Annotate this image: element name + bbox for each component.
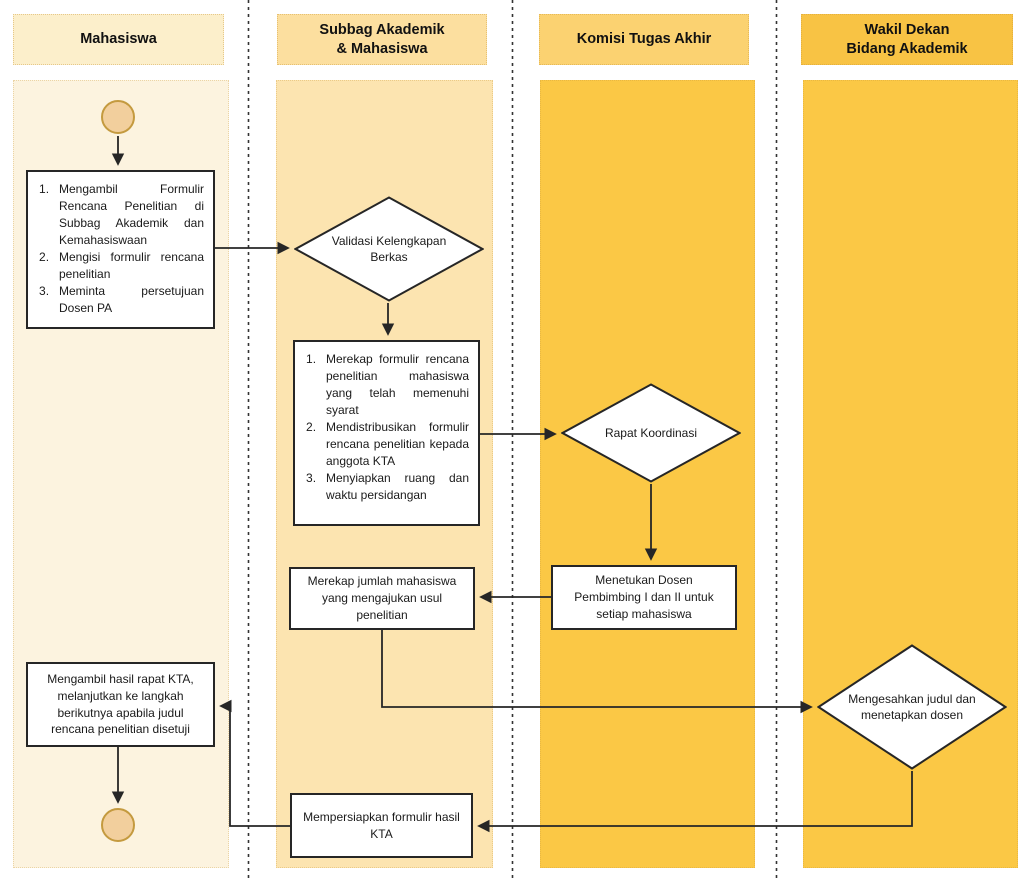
task-item: Mengisi formulir rencana penelitian <box>39 249 204 282</box>
task-box-menetukan-dosen: Menetukan Dosen Pembimbing I dan II untu… <box>551 565 737 630</box>
lane-header-mahasiswa: Mahasiswa <box>13 14 224 65</box>
task-box-mengambil-hasil: Mengambil hasil rapat KTA, melanjutkan k… <box>26 662 215 747</box>
lane-header-wakil-dekan: Wakil Dekan Bidang Akademik <box>801 14 1013 65</box>
task-box-mempersiapkan-formulir: Mempersiapkan formulir hasil KTA <box>290 793 473 858</box>
task-item: Menyiapkan ruang dan waktu persidangan <box>306 470 469 503</box>
diamond-shape <box>294 196 484 302</box>
lane-header-subbag-akademik: Subbag Akademik & Mahasiswa <box>277 14 487 65</box>
decision-label: Rapat Koordinasi <box>604 425 698 440</box>
task-box-subbag: Merekap formulir rencana penelitian maha… <box>293 340 480 526</box>
end-node <box>101 808 135 842</box>
task-item: Mengambil Formulir Rencana Penelitian di… <box>39 181 204 248</box>
decision-validasi-kelengkapan-berkas: Validasi Kelengkapan Berkas <box>294 196 484 302</box>
decision-label: Validasi Kelengkapan Berkas <box>331 233 447 264</box>
decision-label: Mengesahkan judul dan menetapkan dosen <box>848 691 976 722</box>
start-node <box>101 100 135 134</box>
subbag-task-list: Merekap formulir rencana penelitian maha… <box>295 342 478 504</box>
task-item: Merekap formulir rencana penelitian maha… <box>306 351 469 418</box>
task-label: Menetukan Dosen Pembimbing I dan II untu… <box>574 573 714 621</box>
task-label: Mengambil hasil rapat KTA, melanjutkan k… <box>47 671 194 737</box>
decision-mengesahkan-judul: Mengesahkan judul dan menetapkan dosen <box>817 644 1007 770</box>
task-label: Mempersiapkan formulir hasil KTA <box>303 809 460 841</box>
mahasiswa-task-list: Mengambil Formulir Rencana Penelitian di… <box>28 172 213 317</box>
task-box-mahasiswa: Mengambil Formulir Rencana Penelitian di… <box>26 170 215 329</box>
diamond-shape <box>561 383 741 483</box>
task-item: Meminta persetujuan Dosen PA <box>39 283 204 316</box>
task-box-merekap-jumlah: Merekap jumlah mahasiswa yang mengajukan… <box>289 567 475 630</box>
decision-rapat-koordinasi: Rapat Koordinasi <box>561 383 741 483</box>
diamond-shape <box>817 644 1007 770</box>
task-label: Merekap jumlah mahasiswa yang mengajukan… <box>307 574 457 622</box>
task-item: Mendistribusikan formulir rencana peneli… <box>306 419 469 469</box>
lane-header-komisi-tugas-akhir: Komisi Tugas Akhir <box>539 14 749 65</box>
